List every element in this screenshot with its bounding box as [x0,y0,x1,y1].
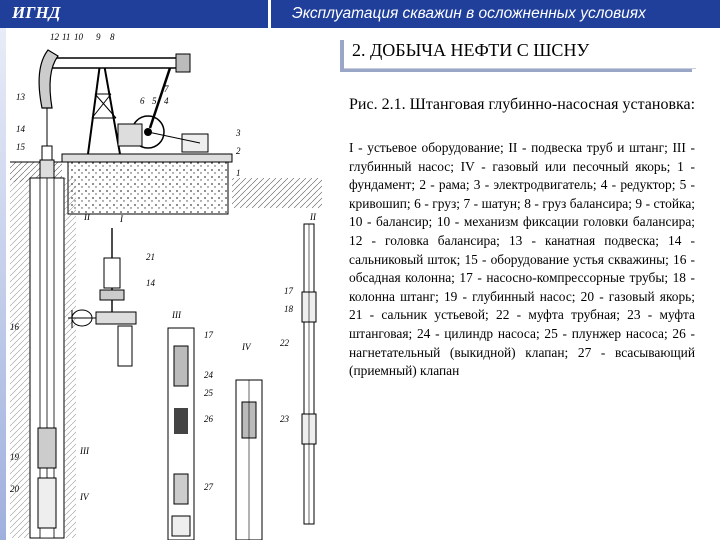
unit-labels: 6 5 4 7 3 2 1 [140,84,241,178]
label-14b: 14 [146,278,156,288]
label-19: 19 [10,452,20,462]
header-divider [268,0,271,28]
label-3: 3 [235,128,241,138]
samson-post [87,63,121,155]
wellhead-labels: 21 14 [146,252,156,288]
label-8: 8 [110,32,115,42]
title-panel [344,36,696,69]
label-24: 24 [204,370,214,380]
label-5: 5 [152,96,157,106]
foundation [61,153,233,215]
pump-unit-diagram: 12 11 10 9 8 13 14 15 16 19 20 6 5 4 7 3… [10,32,322,540]
label-17b: 17 [204,330,214,340]
label-18: 18 [284,304,294,314]
roman-labels: I II III IV II III IV [79,212,317,502]
string-labels: 17 18 22 23 [280,286,294,424]
horse-head [38,49,59,109]
label-20: 20 [10,484,20,494]
label-23: 23 [280,414,290,424]
label-1: 1 [236,168,241,178]
label-10: 10 [74,32,84,42]
roman-II-right: II [309,212,317,222]
label-6: 6 [140,96,145,106]
ground-surface [10,161,322,208]
label-12: 12 [50,32,60,42]
label-2: 2 [236,146,241,156]
roman-IV-anchor: IV [241,342,252,352]
label-21: 21 [146,252,155,262]
roman-III-left: III [79,446,90,456]
header-bar: ИГНД Эксплуатация скважин в осложненных … [0,0,720,28]
left-decor-strip [0,28,6,540]
label-7: 7 [164,84,169,94]
anchor-detail [235,379,263,540]
label-25: 25 [204,388,214,398]
crank-mechanism [117,67,209,153]
side-labels: 13 14 15 16 19 20 [10,92,26,494]
casing-column [10,177,76,539]
roman-I: I [119,214,124,224]
pump-detail [167,327,195,540]
label-4: 4 [164,96,169,106]
roman-IV-left: IV [79,492,90,502]
roman-II-left: II [83,212,91,222]
label-16: 16 [10,322,20,332]
label-26: 26 [204,414,214,424]
figure-caption: Рис. 2.1. Штанговая глубинно-насосная ус… [349,96,696,113]
label-14: 14 [16,124,26,134]
label-27: 27 [204,482,214,492]
title-box [340,36,696,72]
roman-III-pump: III [171,310,182,320]
course-subject: Эксплуатация скважин в осложненных услов… [292,5,646,22]
label-13: 13 [16,92,26,102]
string-detail [301,223,317,525]
slide-title: 2. ДОБЫЧА НЕФТИ С ШСНУ [352,40,590,60]
well-string [39,108,55,181]
label-15: 15 [16,142,26,152]
label-11: 11 [62,32,70,42]
org-name: ИГНД [12,3,61,22]
top-labels: 12 11 10 9 8 [50,32,115,42]
wellhead-detail [68,228,137,367]
figure-legend: I - устьевое оборудование; II - подвеска… [349,140,695,379]
label-22: 22 [280,338,290,348]
pump-labels: 17 24 25 26 27 [204,330,214,492]
label-17: 17 [284,286,294,296]
label-9: 9 [96,32,101,42]
